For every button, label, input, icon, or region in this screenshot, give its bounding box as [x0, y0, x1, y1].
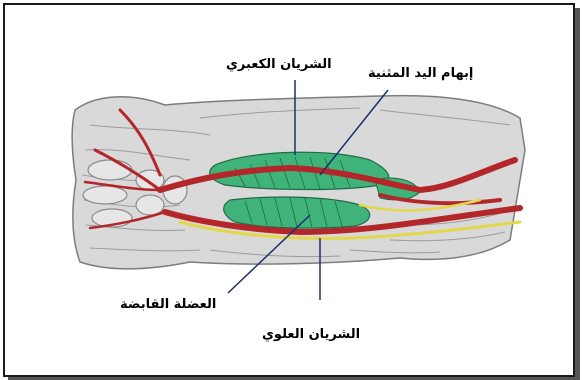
label-radial-artery: الشريان الكعبري [226, 57, 332, 72]
label-flexor-muscle: العضلة القابضة [120, 297, 216, 312]
label-ulnar-artery: الشريان العلوي [262, 327, 360, 342]
label-thumb-flexor: إبهام اليد المثنية [368, 66, 473, 81]
